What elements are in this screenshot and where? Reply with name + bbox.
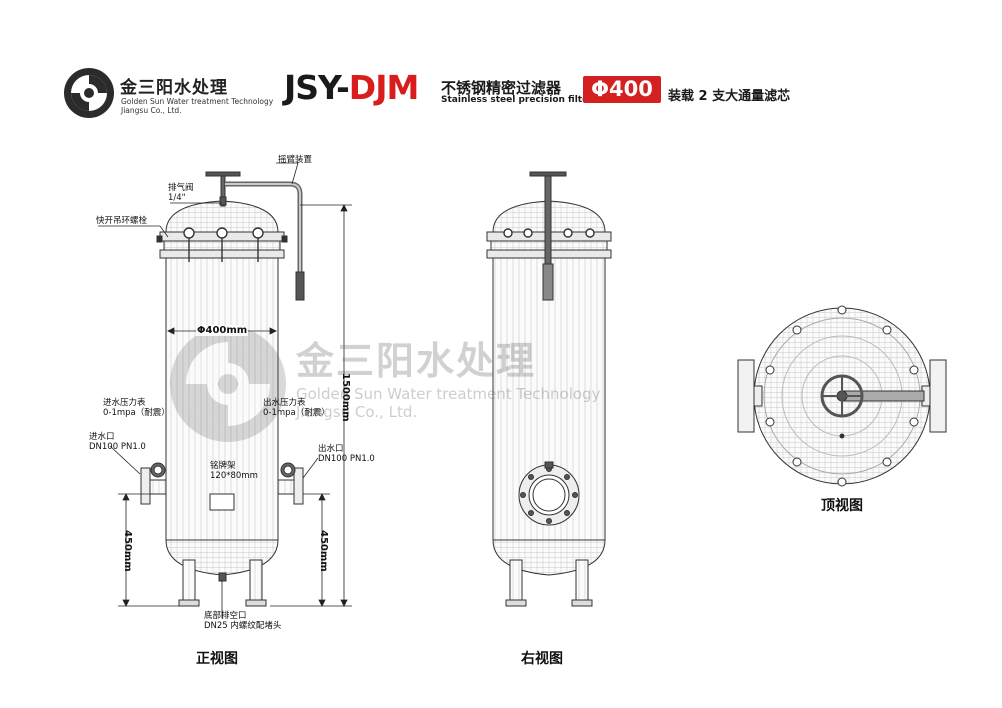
- watermark-brand-en-line1: Golden Sun Water treatment Technology: [296, 385, 601, 403]
- label-inlet-spec: DN100 PN1.0: [89, 442, 146, 452]
- dimension-outlet-height: 450mm: [318, 530, 329, 572]
- brand-name-cn: 金三阳水处理: [120, 78, 228, 98]
- label-vent-size: 1/4": [168, 193, 186, 203]
- side-view-title: 右视图: [521, 651, 563, 667]
- label-drain: 底部排空口: [204, 611, 247, 621]
- watermark-brand-en-line2: Jiangsu Co., Ltd.: [296, 403, 418, 421]
- front-view-dimension-lines: [98, 162, 352, 618]
- brand-name-en-line1: Golden Sun Water treatment Technology: [121, 97, 274, 106]
- product-name-en: Stainless steel precision filter: [441, 95, 593, 105]
- top-view-title: 顶视图: [821, 498, 863, 514]
- label-inlet: 进水口: [89, 432, 115, 442]
- model-number: JSY-DJM: [284, 68, 420, 107]
- dimension-diameter: Φ400mm: [196, 325, 249, 336]
- label-nameplate: 铭牌架: [210, 461, 236, 471]
- label-outlet-gauge: 出水压力表: [263, 398, 306, 408]
- label-outlet-gauge-range: 0-1mpa（耐震）: [263, 408, 330, 418]
- label-inlet-gauge: 进水压力表: [103, 398, 146, 408]
- model-prefix: JSY-: [284, 68, 350, 107]
- label-drain-spec: DN25 内螺纹配堵头: [204, 621, 282, 631]
- dimension-height: 1500mm: [340, 373, 351, 422]
- brand-name-en-line2: Jiangsu Co., Ltd.: [121, 106, 182, 115]
- watermark-logo-icon: [170, 326, 286, 442]
- front-view-title: 正视图: [196, 651, 238, 667]
- product-name-cn: 不锈钢精密过滤器: [441, 79, 562, 97]
- top-view-drawing: [737, 305, 947, 487]
- watermark-brand-cn: 金三阳水处理: [296, 339, 537, 383]
- label-quick-bolt: 快开吊环螺栓: [96, 216, 148, 226]
- diameter-badge: Φ400: [583, 76, 661, 103]
- label-inlet-gauge-range: 0-1mpa（耐震）: [103, 408, 170, 418]
- capacity-text: 装载 2 支大通量滤芯: [668, 89, 791, 104]
- header: 金三阳水处理 Golden Sun Water treatment Techno…: [0, 0, 1002, 130]
- label-outlet-spec: DN100 PN1.0: [318, 454, 375, 464]
- model-suffix: DJM: [348, 68, 420, 107]
- label-nameplate-size: 120*80mm: [210, 471, 258, 481]
- label-lifting-arm: 摇臂装置: [278, 155, 313, 165]
- front-view-drawing: [140, 171, 305, 607]
- side-view-drawing: [486, 171, 612, 607]
- label-vent-valve: 排气阀: [168, 183, 194, 193]
- label-outlet: 出水口: [318, 444, 344, 454]
- company-logo-icon: [64, 68, 114, 118]
- dimension-inlet-height: 450mm: [122, 530, 133, 572]
